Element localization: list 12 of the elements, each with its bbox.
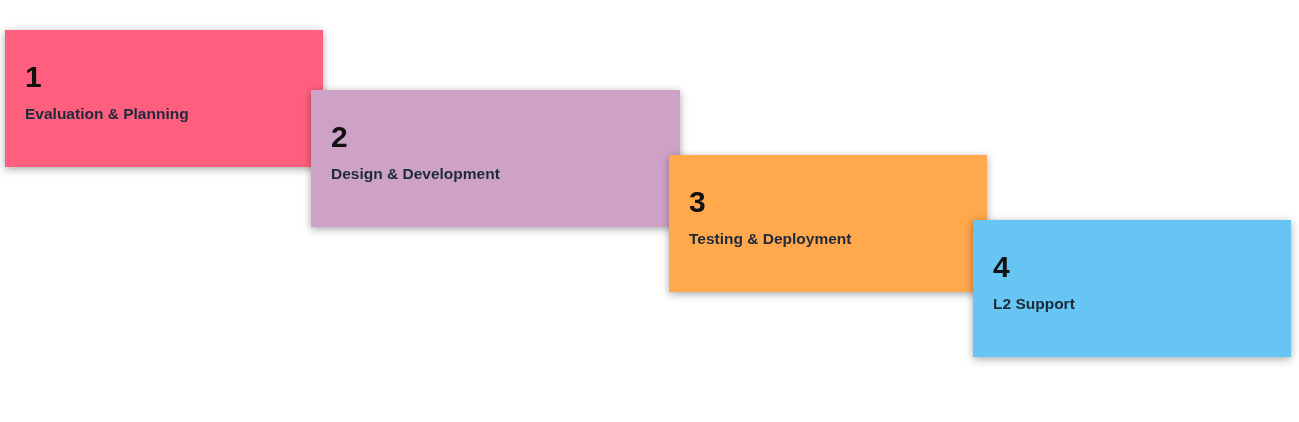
step-title: Design & Development: [331, 164, 500, 184]
step-card: [5, 30, 323, 167]
step-number: 1: [25, 60, 42, 94]
step-title: L2 Support: [993, 294, 1075, 314]
step-title: Testing & Deployment: [689, 229, 852, 249]
step-title: Evaluation & Planning: [25, 104, 189, 124]
step-number: 3: [689, 185, 706, 219]
step-card: [973, 220, 1291, 357]
step-card: [669, 155, 987, 292]
step-number: 4: [993, 250, 1010, 284]
step-card: [311, 90, 680, 227]
step-number: 2: [331, 120, 348, 154]
